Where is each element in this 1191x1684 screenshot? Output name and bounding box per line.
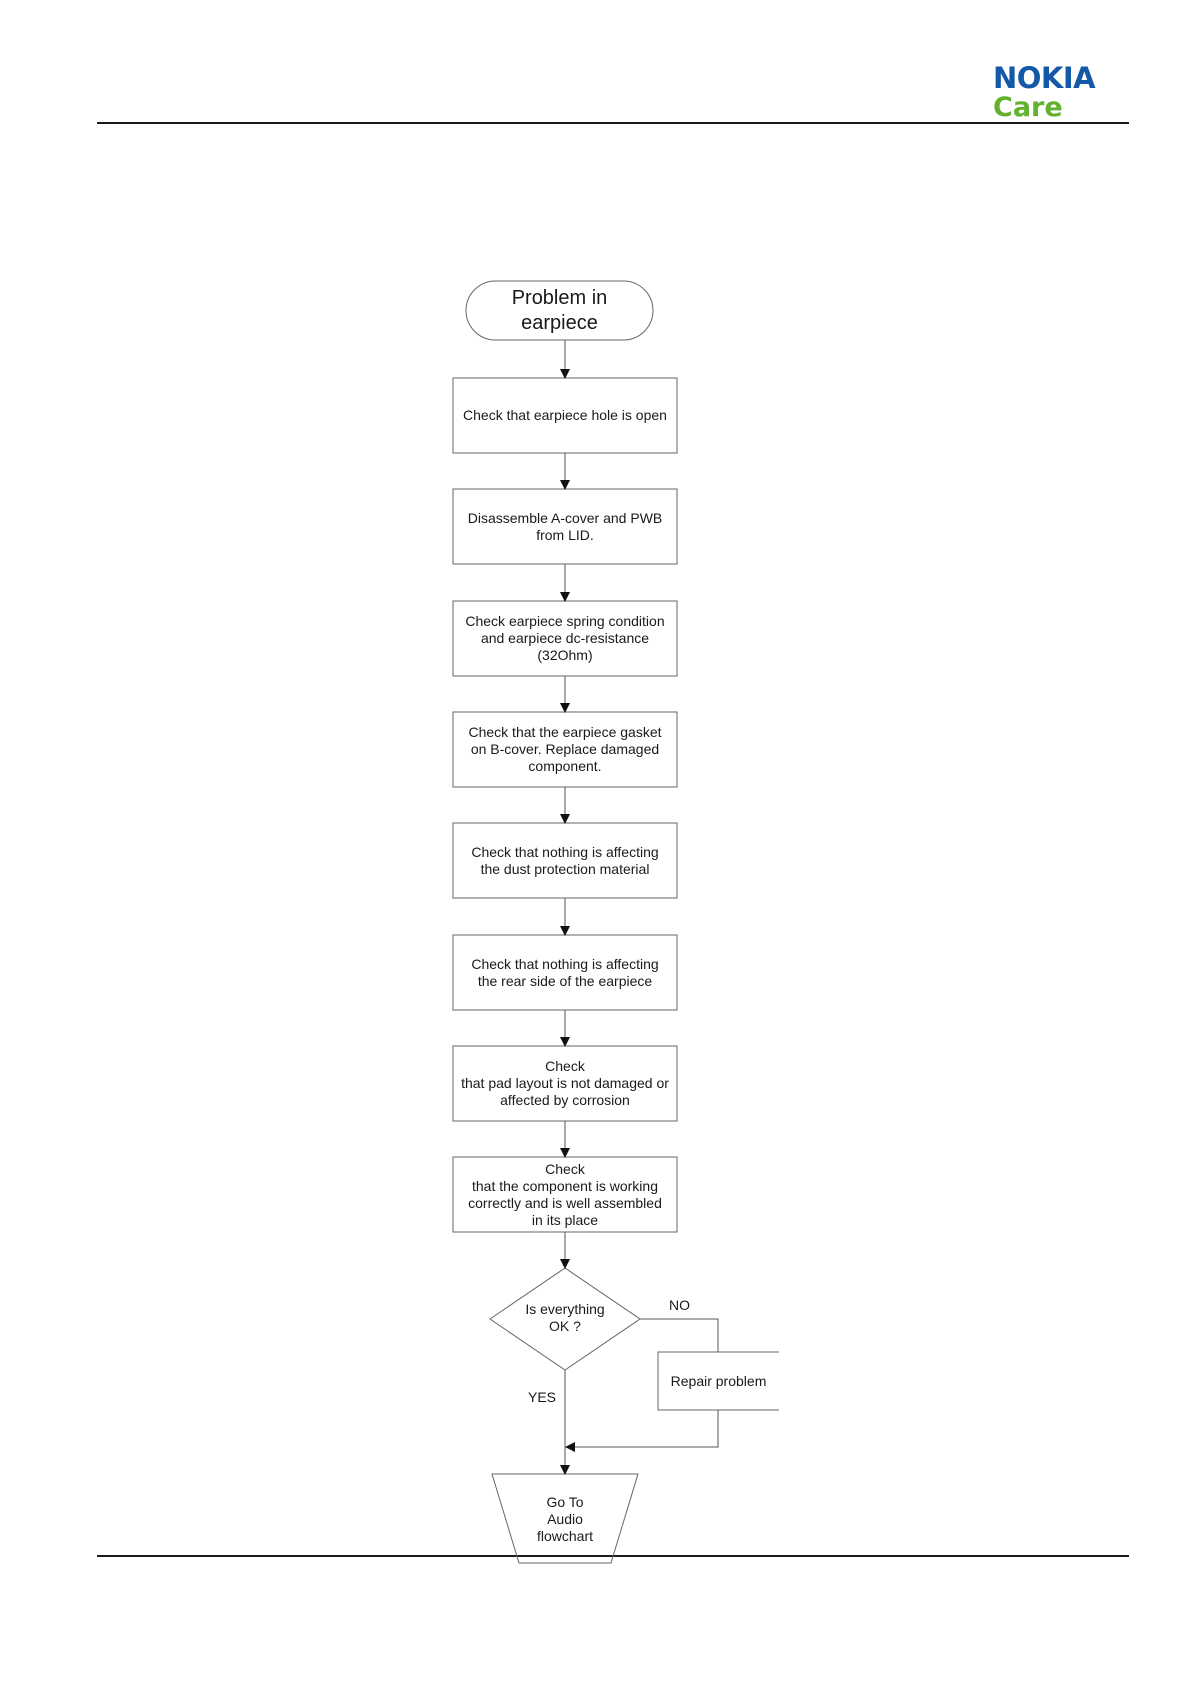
- decision-label: Is everything OK ?: [525, 1301, 605, 1334]
- end-label: Go To Audio flowchart: [536, 1493, 594, 1544]
- connector-repair-merge: [565, 1410, 719, 1452]
- start-label: Problem in earpiece: [511, 286, 608, 334]
- connector-no-repair: [640, 1318, 719, 1352]
- yes-label: YES: [528, 1389, 557, 1405]
- step-label-4: Check that the earpiece gasket on B-cove…: [468, 724, 662, 774]
- header-divider: [97, 122, 1129, 124]
- end-trapezoid: [491, 1473, 639, 1564]
- step-label-1: Check that earpiece hole is open: [463, 407, 667, 423]
- nokia-care-logo: NOKIA Care: [993, 61, 1129, 123]
- step-label-6: Check that nothing is affecting the rear…: [471, 955, 659, 989]
- start-terminator: [465, 280, 654, 341]
- repair-label: Repair problem: [670, 1372, 767, 1389]
- no-label: NO: [669, 1297, 690, 1313]
- logo-nokia-text: NOKIA: [993, 61, 1096, 95]
- step-label-3: Check earpiece spring condition and earp…: [465, 613, 665, 663]
- step-label-7: Check that pad layout is not damaged or …: [461, 1058, 669, 1108]
- step-label-5: Check that nothing is affecting the dust…: [471, 843, 659, 877]
- step-label-8: Check that the component is working corr…: [468, 1160, 662, 1228]
- logo-care-text: Care: [993, 92, 1063, 123]
- step-label-2: Disassemble A-cover and PWB from LID.: [467, 509, 663, 543]
